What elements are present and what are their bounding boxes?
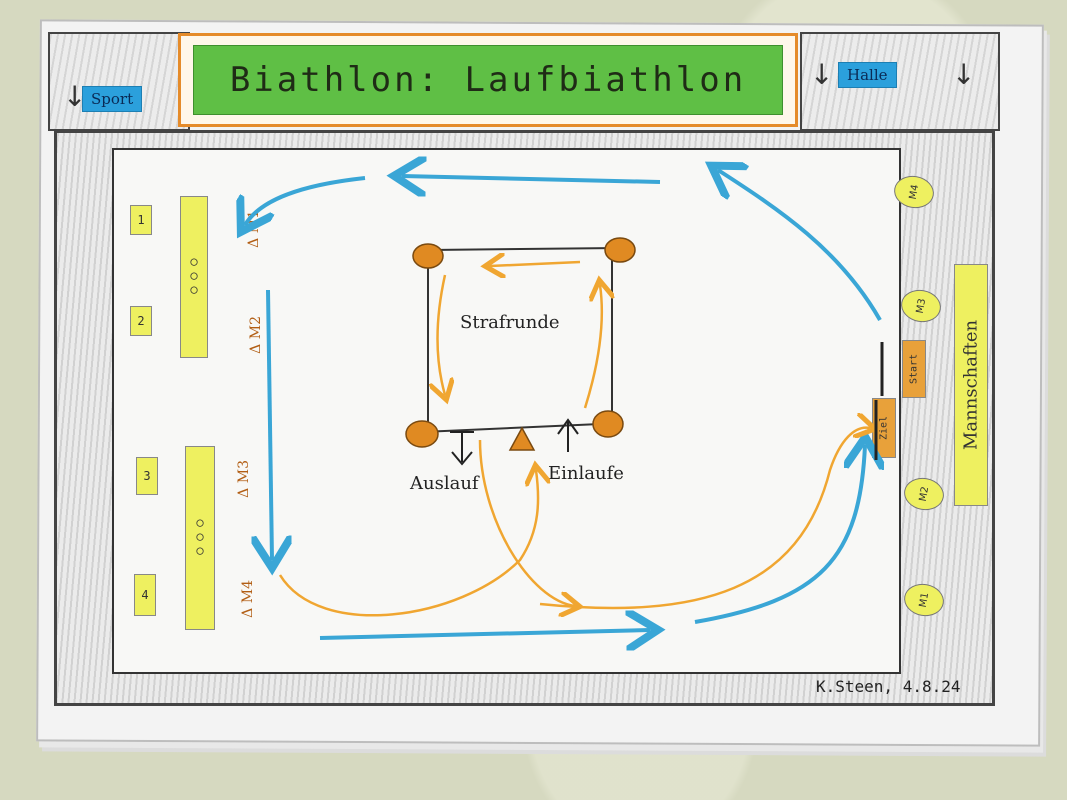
number-box-1: 1: [130, 205, 152, 235]
number-box-4: 4: [134, 574, 156, 616]
number-box-2: 2: [130, 306, 152, 336]
penalty-square-top: [429, 247, 621, 251]
orange-path-start: [278, 470, 538, 617]
course-arrow-bottom-right: [694, 445, 865, 624]
exit-label: Auslauf: [410, 473, 479, 494]
course-arrow-top-right: [718, 170, 882, 321]
page-title: Biathlon: Laufbiathlon: [229, 60, 747, 100]
penalty-loop-label: Strafrunde: [460, 312, 560, 333]
signature: K.Steen, 4.8.24: [816, 677, 961, 696]
arrow-down-icon: ↓: [63, 80, 87, 113]
halle-button[interactable]: Halle: [838, 62, 897, 88]
arrow-down-icon: ↓: [810, 58, 834, 91]
cone-top-right: [604, 237, 636, 263]
course-arrow-left: [268, 289, 272, 560]
header-right-box: [800, 32, 1000, 131]
entry-arrow-icon: [557, 418, 579, 452]
title-banner: Biathlon: Laufbiathlon: [193, 45, 783, 115]
course-arrow-bottom: [319, 630, 650, 638]
penalty-arrow-left: [438, 274, 446, 395]
cone-top-left: [412, 243, 444, 269]
course-arrow-top: [402, 176, 661, 182]
cone-bottom-right: [592, 410, 624, 438]
entry-label: Einlaufe: [548, 463, 624, 484]
penalty-square-bottom: [421, 423, 601, 433]
arrow-down-icon: ↓: [952, 58, 976, 91]
orange-path-exit: [478, 439, 575, 606]
exit-arrow-icon: [450, 431, 474, 466]
number-box-3: 3: [136, 457, 158, 495]
sport-button[interactable]: Sport: [82, 86, 143, 112]
penalty-arrow-right: [583, 285, 602, 409]
course-arrow-top-left: [245, 176, 366, 225]
cone-bottom-left: [405, 420, 439, 448]
orange-path-finish: [539, 428, 870, 610]
penalty-arrow-top: [490, 262, 581, 266]
cone-center-triangle: [508, 426, 536, 451]
title-frame: Biathlon: Laufbiathlon: [178, 33, 798, 127]
